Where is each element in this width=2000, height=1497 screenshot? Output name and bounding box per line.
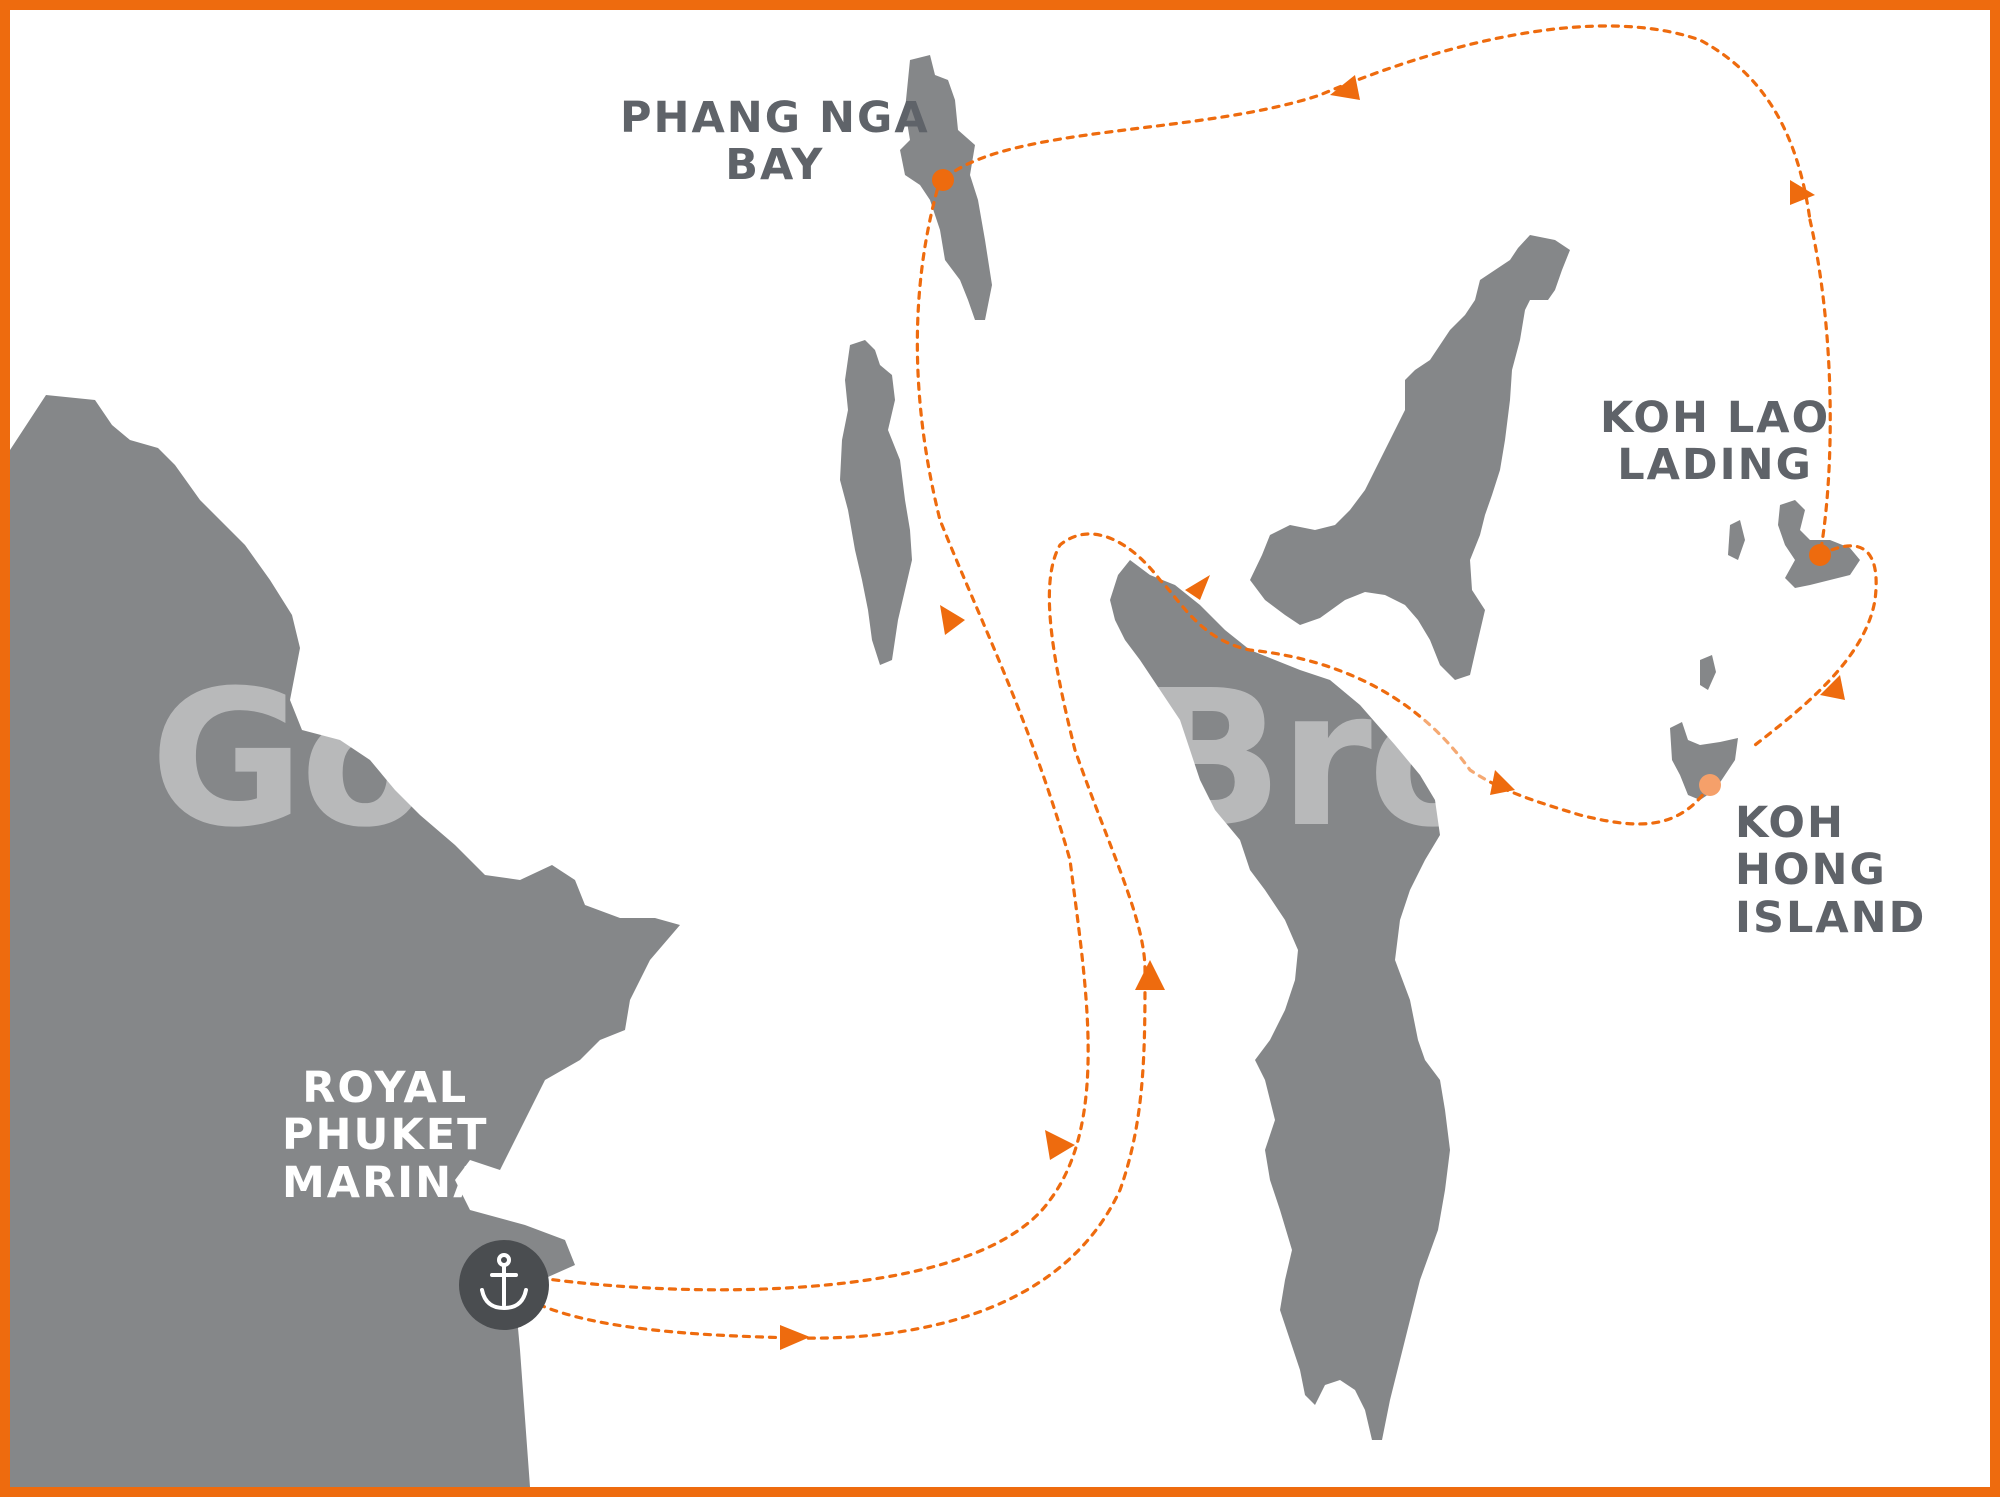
land-small-islet-b (1700, 655, 1716, 690)
land-middle-island (840, 340, 912, 665)
route-arrow-2 (1045, 1130, 1075, 1160)
land-yao-noi (1110, 560, 1450, 1440)
label-royal-phuket-marina-line3: MARINA (282, 1157, 489, 1208)
land-yao-yai (1250, 235, 1570, 680)
label-phang-nga-bay-line2: BAY (725, 140, 825, 191)
label-koh-lao-lading-line1: KOH LAO (1600, 393, 1831, 443)
label-phang-nga-bay: PHANG NGA BAY (620, 93, 930, 191)
route-arrow-3 (1330, 75, 1360, 100)
stop-dot-koh-lao (1809, 544, 1831, 566)
label-koh-hong-island: KOH HONG ISLAND (1735, 798, 1927, 943)
label-royal-phuket-marina-line1: ROYAL (302, 1063, 469, 1113)
route-arrow-6 (1490, 770, 1515, 795)
route-arrow-4 (1790, 180, 1815, 205)
route-arrow-5 (1820, 675, 1845, 700)
land-koh-lao-lading (1778, 500, 1860, 588)
anchor-icon (459, 1240, 549, 1330)
label-phang-nga-bay-line1: PHANG NGA (620, 93, 930, 143)
route-koh-lao-loop (1753, 544, 1878, 747)
stop-dot-phang-nga (932, 169, 954, 191)
map-canvas (10, 24, 1878, 1487)
route-marina-to-phang-nga (538, 178, 1090, 1292)
label-royal-phuket-marina-line2: PHUKET (282, 1110, 489, 1161)
route-arrow-1 (940, 605, 965, 635)
watermark-right: Bro (1140, 650, 1497, 869)
route-koh-hong-west (538, 532, 1712, 1340)
watermark-left: Go (150, 650, 429, 869)
route-arrow-8 (1135, 960, 1165, 990)
label-koh-hong-island-line2: HONG (1735, 845, 1887, 896)
label-koh-lao-lading: KOH LAO LADING (1600, 393, 1831, 491)
route-phang-nga-to-top-right (943, 24, 1812, 222)
land-small-islet-a (1728, 520, 1745, 560)
route-arrow-9 (780, 1325, 810, 1350)
label-koh-hong-island-line1: KOH (1735, 798, 1845, 848)
route-right-to-koh-lao (1808, 218, 1832, 557)
label-koh-hong-island-line3: ISLAND (1735, 892, 1927, 943)
land-koh-hong (1670, 722, 1738, 800)
label-koh-lao-lading-line2: LADING (1617, 440, 1813, 491)
label-royal-phuket-marina: ROYAL PHUKET MARINA (282, 1063, 489, 1208)
stop-dot-koh-hong (1699, 774, 1721, 796)
route-arrow-7 (1185, 575, 1210, 600)
land-phuket (10, 395, 680, 1487)
